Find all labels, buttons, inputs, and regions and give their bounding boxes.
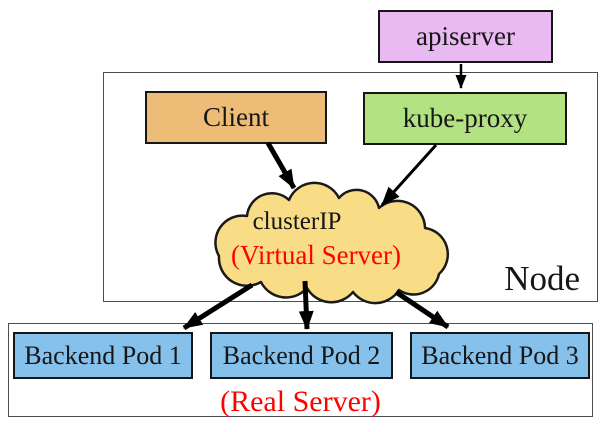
backend-pod-1-box: Backend Pod 1 [13, 332, 193, 379]
virtual-server-label: (Virtual Server) [230, 240, 402, 270]
client-box: Client [145, 91, 327, 144]
arrow-cluster-ip-to-pod-2 [298, 280, 314, 330]
backend-pod-3-box: Backend Pod 3 [410, 332, 590, 379]
arrow-client-to-cluster-ip [265, 141, 297, 190]
apiserver-label: apiserver [416, 21, 515, 51]
apiserver-box: apiserver [378, 10, 553, 63]
arrow-cluster-ip-to-pod-1 [182, 282, 254, 331]
real-server-label: (Real Server) [220, 385, 381, 418]
cluster-ip-label: clusterIP [252, 208, 342, 235]
backend-pod-2-box: Backend Pod 2 [210, 332, 393, 379]
node-label: Node [504, 259, 580, 298]
backend-pod-3-label: Backend Pod 3 [421, 340, 579, 370]
kube-proxy-label: kube-proxy [402, 103, 528, 133]
backend-pod-2-label: Backend Pod 2 [222, 340, 381, 370]
arrow-kube-proxy-to-cluster-ip [380, 143, 438, 207]
backend-pod-1-label: Backend Pod 1 [24, 340, 182, 370]
kube-proxy-box: kube-proxy [363, 92, 567, 145]
client-label: Client [203, 102, 269, 132]
arrow-cluster-ip-to-pod-3 [394, 289, 450, 330]
